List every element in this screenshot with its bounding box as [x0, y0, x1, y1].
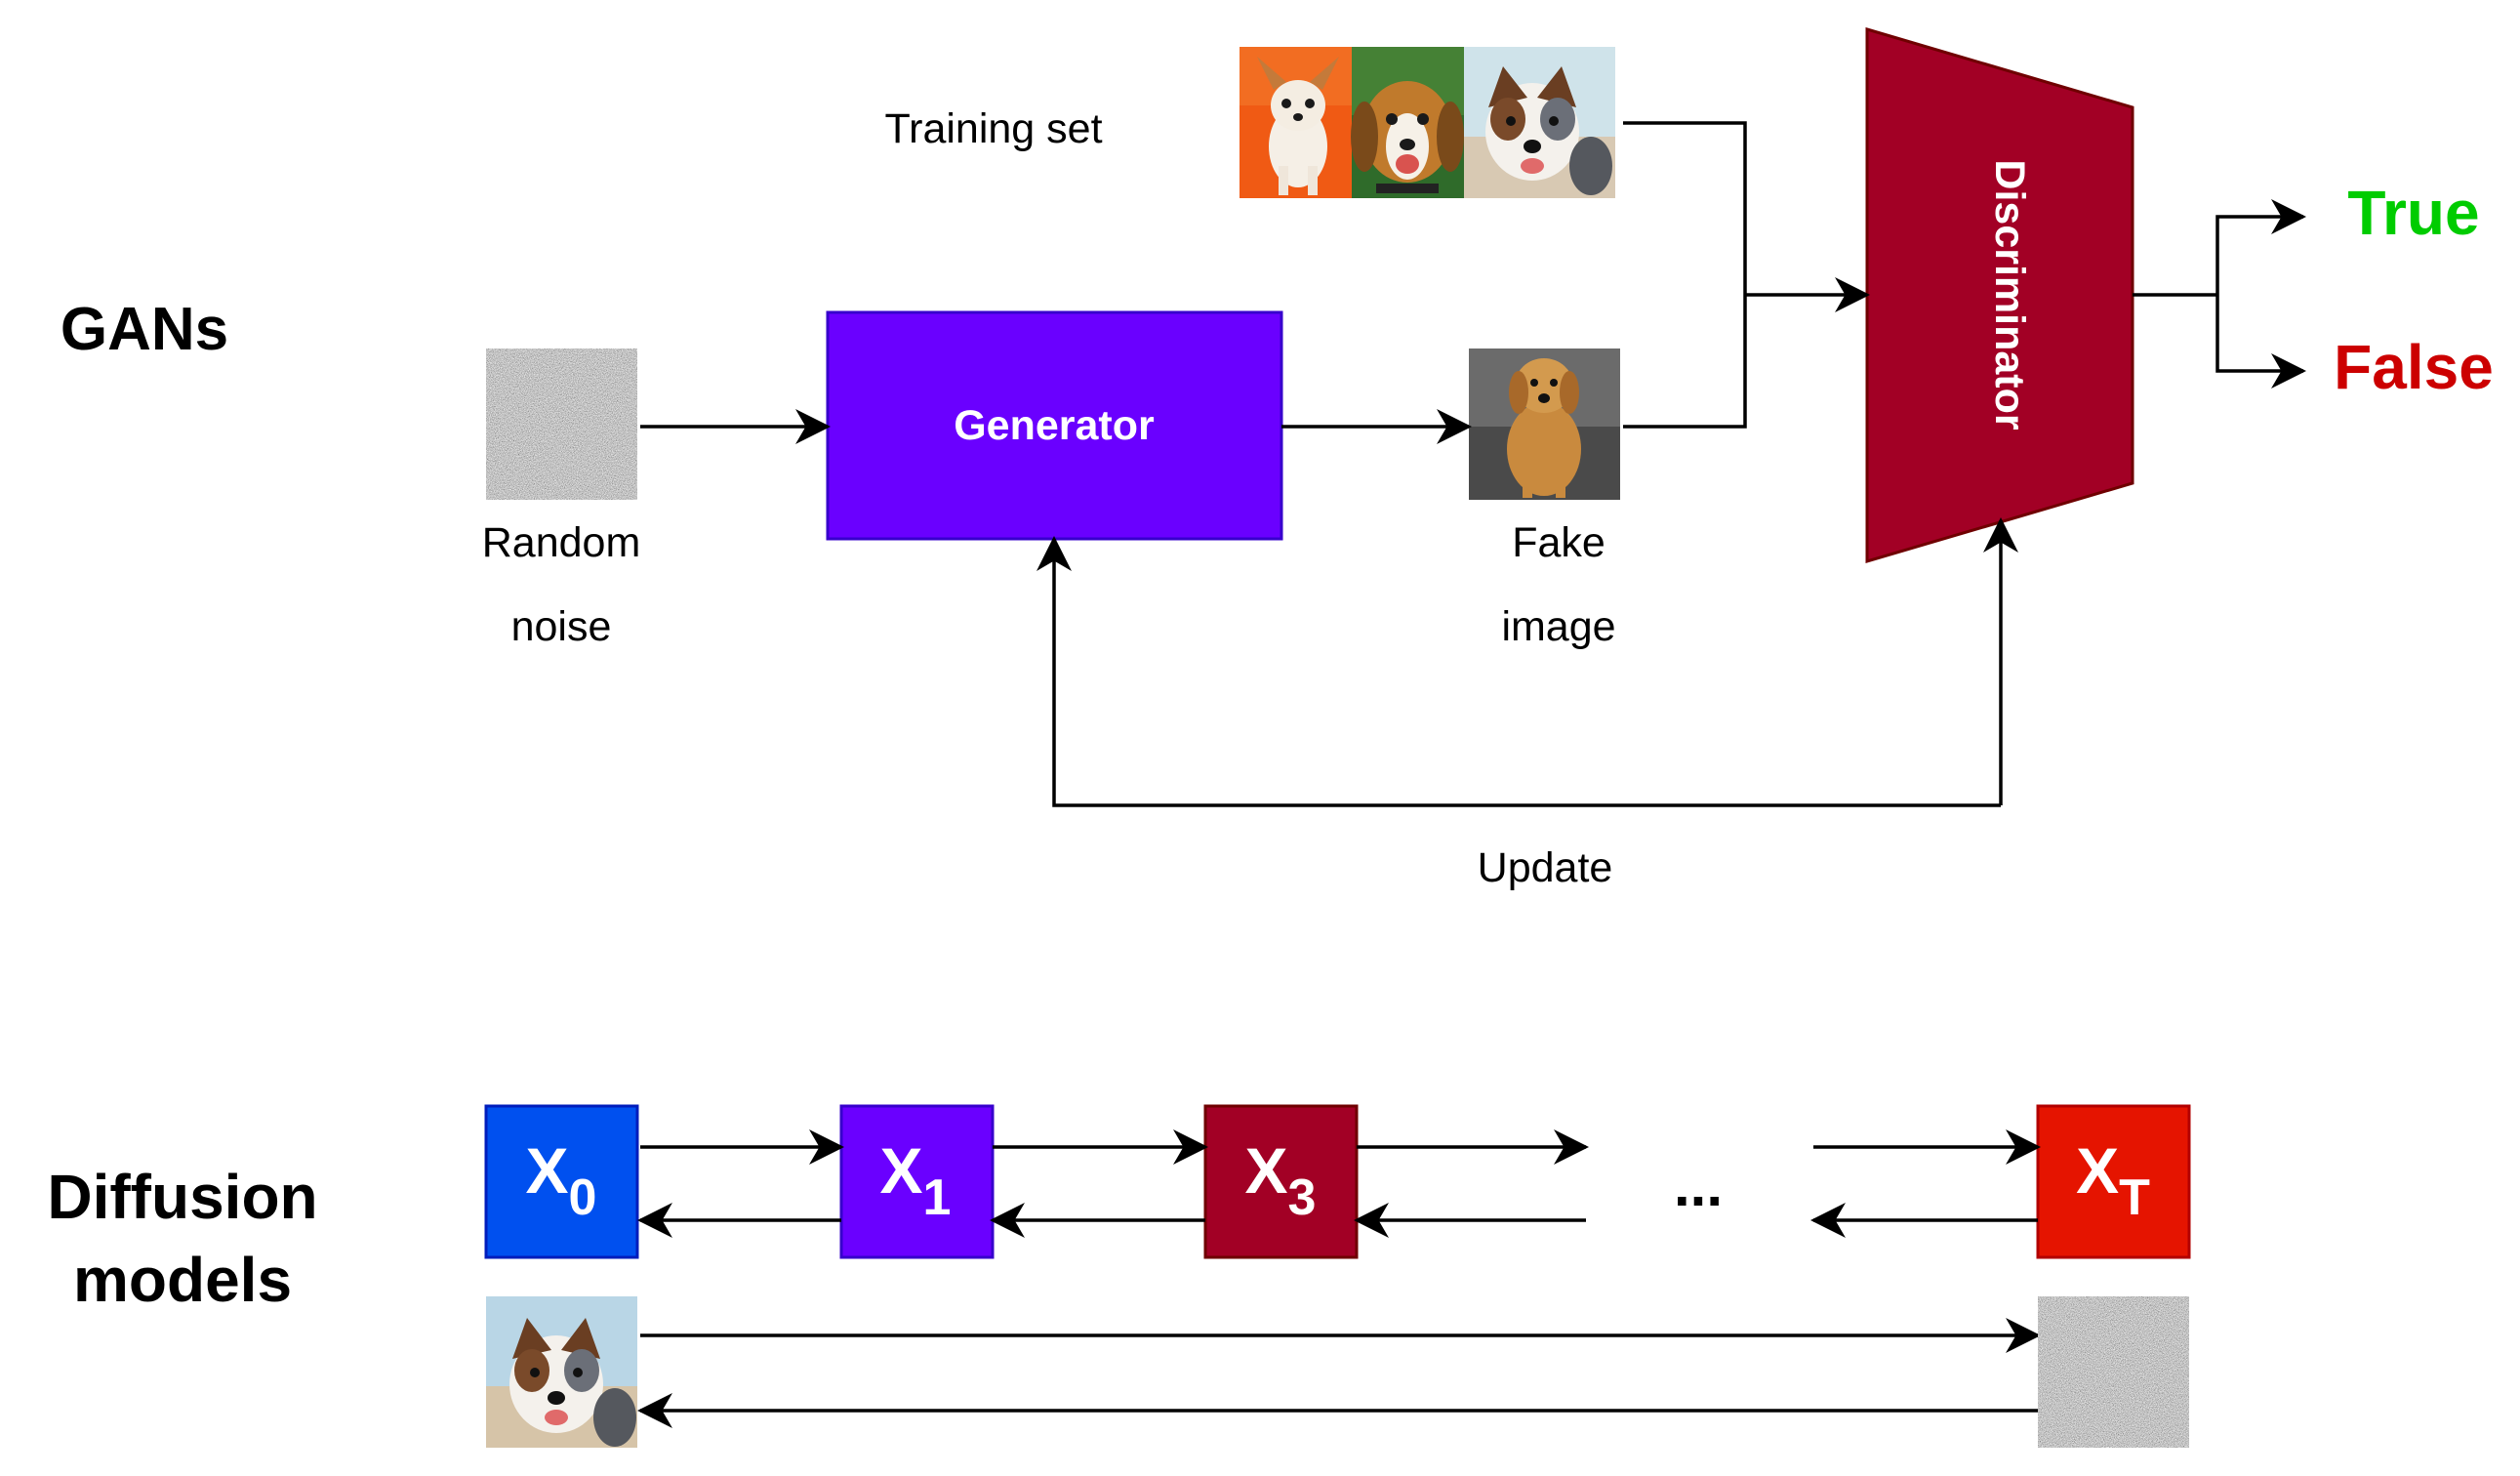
- fake-image-label-line2: image: [1501, 603, 1615, 650]
- diffusion-state-xt: XT: [2036, 1104, 2191, 1259]
- state-xt-base: X: [2076, 1134, 2119, 1207]
- training-image-corgi: [1240, 47, 1352, 198]
- diffusion-state-x1: X1: [839, 1104, 995, 1259]
- random-noise-label-line2: noise: [511, 603, 612, 650]
- generator-box: [826, 310, 1283, 541]
- discriminator-label: Discriminator: [1986, 159, 2033, 430]
- state-box-x3: [1203, 1104, 1359, 1259]
- fake-image-label-line1: Fake: [1512, 519, 1605, 566]
- diffusion-state-x3: X3: [1203, 1104, 1359, 1259]
- diffusion-noise-image: [2038, 1296, 2189, 1448]
- gans-section-label: GANs: [61, 296, 228, 363]
- state-x0-sub: 0: [569, 1169, 597, 1226]
- diffusion-state-x0: X0: [484, 1104, 639, 1259]
- state-box-x1: [839, 1104, 995, 1259]
- discriminator-shape: [1865, 26, 2134, 564]
- random-noise-label-line1: Random: [482, 519, 641, 566]
- training-image-beagle: [1351, 47, 1464, 198]
- arrow-output-false: [2215, 295, 2306, 389]
- update-label: Update: [1478, 844, 1613, 891]
- diffusion-ellipsis: ...: [1674, 1153, 1723, 1218]
- diffusion-connectors: [637, 1129, 2041, 1428]
- diffusion-clean-image: [486, 1296, 637, 1448]
- line-training-set-to-junction: [1623, 121, 1747, 295]
- svg-text:XT: XT: [2076, 1134, 2150, 1226]
- state-box-x0: [484, 1104, 639, 1259]
- state-x1-base: X: [880, 1134, 923, 1207]
- diffusion-section-label-line1: Diffusion: [47, 1162, 317, 1232]
- generator-label: Generator: [954, 402, 1155, 449]
- state-x3-sub: 3: [1288, 1169, 1317, 1226]
- output-true-label: True: [2347, 178, 2479, 248]
- training-set-label: Training set: [884, 105, 1102, 152]
- state-box-xt: [2036, 1104, 2191, 1259]
- output-false-label: False: [2334, 332, 2494, 402]
- gan-connectors: [640, 121, 2306, 807]
- svg-text:X1: X1: [880, 1134, 952, 1226]
- line-fake-image-to-junction: [1623, 295, 1747, 429]
- random-noise-image: [486, 348, 637, 500]
- svg-text:X3: X3: [1245, 1134, 1317, 1226]
- svg-text:X0: X0: [526, 1134, 597, 1226]
- diffusion-section-label-line2: models: [73, 1245, 292, 1315]
- state-x1-sub: 1: [923, 1169, 952, 1226]
- state-x3-base: X: [1245, 1134, 1288, 1207]
- state-xt-sub: T: [2119, 1169, 2150, 1226]
- training-image-aussie: [1464, 47, 1615, 198]
- training-set-images: [1240, 47, 1615, 198]
- fake-image: [1469, 348, 1620, 500]
- state-x0-base: X: [526, 1134, 569, 1207]
- update-loop-to-generator: [1036, 536, 2001, 807]
- arrow-output-true: [2215, 199, 2306, 295]
